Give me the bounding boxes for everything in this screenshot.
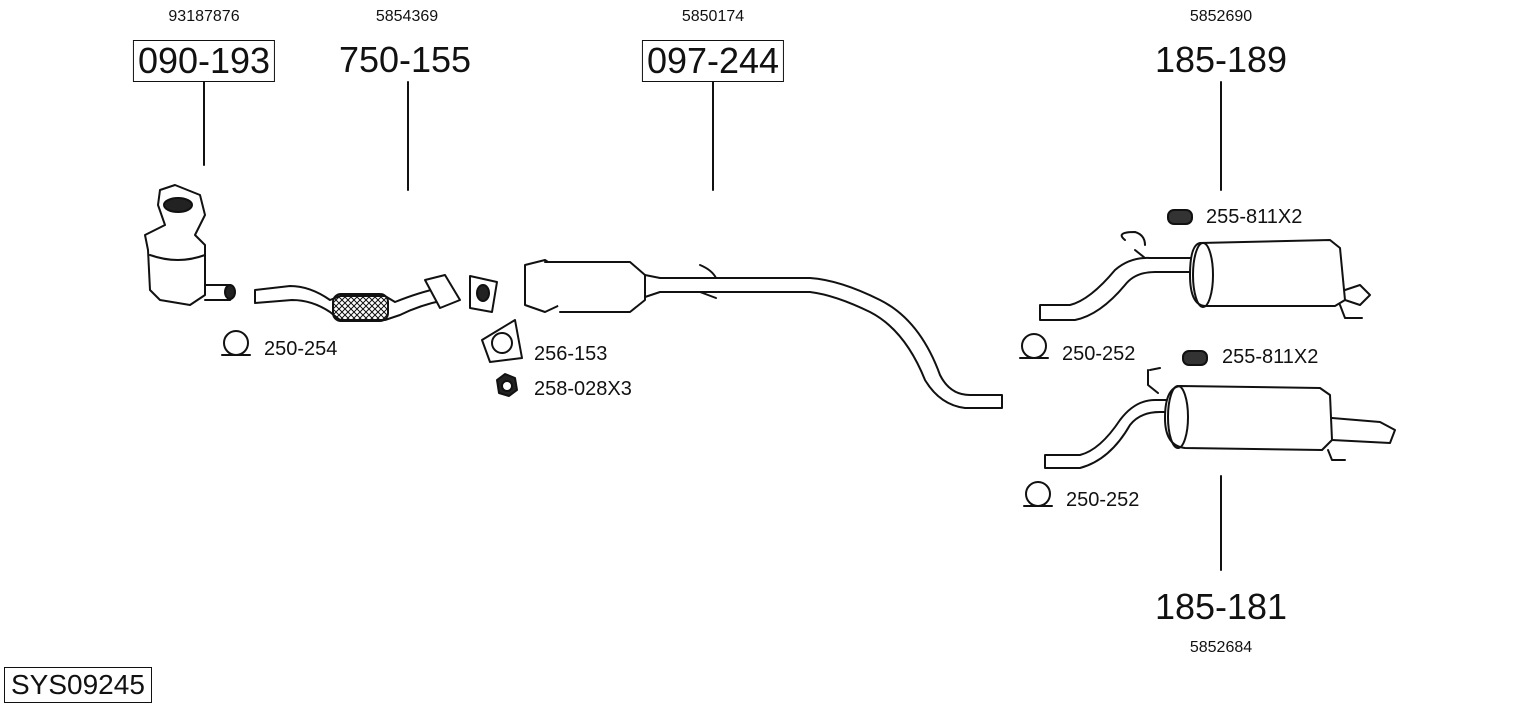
accessory-code[interactable]: 256-153 (534, 343, 608, 365)
accessory-code[interactable]: 255-811X2 (1206, 206, 1303, 228)
oem-number: 5850174 (681, 8, 745, 25)
oem-number: 5852684 (1189, 639, 1253, 656)
leader-lines (203, 81, 1222, 571)
part-code-link[interactable]: 185-189 (1154, 39, 1288, 80)
nut-icon (496, 373, 518, 397)
accessory-code[interactable]: 258-028X3 (534, 378, 632, 400)
oem-number: 5854369 (375, 8, 439, 25)
part-code-link[interactable]: 750-155 (338, 39, 472, 80)
part-code-link[interactable]: 185-181 (1154, 586, 1288, 627)
rear-muffler-185-189-part[interactable] (1039, 231, 1371, 321)
clamp-icon (1019, 333, 1049, 359)
accessory-code[interactable]: 250-252 (1062, 343, 1136, 365)
catalytic-converter-part[interactable] (144, 184, 236, 306)
gasket-icon (481, 319, 523, 363)
part-code-link[interactable]: 090-193 (132, 40, 276, 82)
clamp-icon (221, 330, 251, 356)
system-code: SYS09245 (4, 667, 152, 703)
accessory-code[interactable]: 255-811X2 (1222, 346, 1319, 368)
rubber-hanger-icon (1167, 209, 1193, 225)
accessory-code[interactable]: 250-252 (1066, 489, 1140, 511)
accessory-code[interactable]: 250-254 (264, 338, 338, 360)
oem-number: 93187876 (168, 8, 240, 25)
part-code-link[interactable]: 097-244 (641, 40, 785, 82)
flex-pipe-part[interactable] (254, 274, 498, 322)
center-pipe-part[interactable] (524, 259, 1003, 409)
rear-muffler-185-181-part[interactable] (1044, 367, 1396, 469)
clamp-icon (1023, 481, 1053, 507)
rubber-hanger-icon (1182, 350, 1208, 366)
oem-number: 5852690 (1189, 8, 1253, 25)
